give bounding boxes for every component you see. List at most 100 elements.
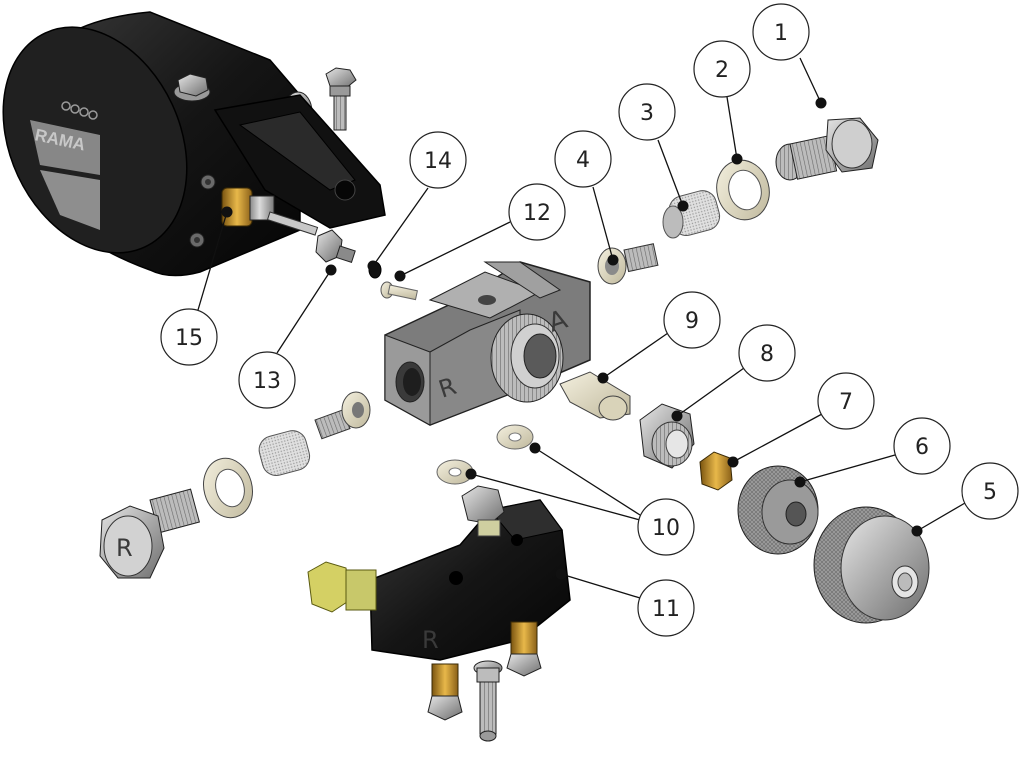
- callout-5: 5: [961, 462, 1019, 520]
- brass-fitting-bottom-2: [506, 621, 542, 677]
- check-valve-left: [314, 391, 371, 440]
- callout-number-9: 9: [685, 309, 699, 334]
- callout-number-6: 6: [915, 435, 929, 460]
- leader-dot-12: [394, 270, 406, 282]
- callout-8: 8: [738, 324, 796, 382]
- washer-10b: [436, 459, 474, 485]
- callout-circle-9: [663, 291, 721, 349]
- callout-number-15: 15: [175, 326, 203, 351]
- needle-9: [559, 371, 631, 421]
- leader-dot-4: [607, 254, 619, 266]
- callout-circle-3: [618, 83, 676, 141]
- callout-circle-13: [238, 351, 296, 409]
- callout-circle-10: [637, 498, 695, 556]
- fitting-yellow-left: [307, 561, 377, 613]
- callout-4: 4: [554, 130, 612, 188]
- callout-12: 12: [508, 183, 566, 241]
- leader-line-7: [732, 413, 823, 463]
- callout-13: 13: [238, 351, 296, 409]
- callout-7: 7: [817, 372, 875, 430]
- callout-10: 10: [637, 498, 695, 556]
- leader-lines: [197, 57, 966, 599]
- callout-9: 9: [663, 291, 721, 349]
- callout-circle-2: [693, 40, 751, 98]
- callout-3: 3: [618, 83, 676, 141]
- washer-left: [203, 457, 253, 519]
- callout-circle-1: [752, 3, 810, 61]
- serial-dots: [61, 101, 98, 120]
- callout-circle-5: [961, 462, 1019, 520]
- callout-number-2: 2: [715, 58, 729, 83]
- leader-line-13: [276, 269, 332, 354]
- leader-dot-15: [221, 206, 233, 218]
- brass-insert-7: [699, 451, 733, 491]
- bolt-top: [325, 67, 357, 131]
- leader-line-10: [534, 447, 641, 516]
- brass-fitting-bottom-1: [427, 663, 463, 721]
- leader-line-12: [399, 221, 511, 277]
- callout-circle-6: [893, 417, 951, 475]
- actuator-housing: RAMA: [2, 11, 386, 277]
- leader-dot-1: [815, 97, 827, 109]
- callout-15: 15: [160, 308, 218, 366]
- plug-left-r: R: [99, 488, 200, 579]
- callout-1: 1: [752, 3, 810, 61]
- callout-circle-14: [409, 131, 467, 189]
- leader-line-5: [916, 502, 966, 532]
- callout-number-11: 11: [652, 597, 680, 622]
- callout-11: 11: [637, 579, 695, 637]
- leader-dot-10: [529, 442, 541, 454]
- leader-dot-3: [677, 200, 689, 212]
- leader-dot-14: [367, 260, 379, 272]
- needle-shaft-13: [266, 211, 356, 263]
- nut-8: [639, 403, 695, 469]
- leader-line-2: [726, 96, 738, 160]
- leader-dot-5: [911, 525, 923, 537]
- manifold-letter-r: R: [422, 626, 439, 654]
- leader-dot-10-1: [465, 468, 477, 480]
- callout-number-3: 3: [640, 101, 654, 126]
- callout-circle-7: [817, 372, 875, 430]
- leader-line-3: [657, 139, 684, 207]
- callout-circle-11: [637, 579, 695, 637]
- bolt-bottom: [473, 660, 503, 742]
- callout-number-8: 8: [760, 342, 774, 367]
- leader-dot-6: [794, 476, 806, 488]
- callout-number-4: 4: [576, 148, 590, 173]
- callout-number-14: 14: [424, 149, 452, 174]
- fitting-top: [461, 485, 505, 537]
- filter-3: [662, 190, 721, 239]
- manifold-11: R: [307, 485, 571, 721]
- callout-circle-15: [160, 308, 218, 366]
- callout-circle-4: [554, 130, 612, 188]
- leader-line-8: [676, 367, 745, 417]
- callout-number-7: 7: [839, 390, 853, 415]
- leader-dot-2: [731, 153, 743, 165]
- leader-line-15: [197, 211, 228, 311]
- callout-number-12: 12: [523, 201, 551, 226]
- callout-6: 6: [893, 417, 951, 475]
- callout-number-13: 13: [253, 369, 281, 394]
- plug-1: [775, 117, 879, 181]
- knurled-cap-5: [813, 506, 930, 624]
- leader-dot-11: [555, 568, 567, 580]
- plug-letter-r: R: [116, 534, 133, 562]
- pin-12: [380, 281, 418, 301]
- leader-line-14: [372, 187, 429, 267]
- top-hex-nut: [173, 73, 211, 102]
- leader-dot-13: [325, 264, 337, 276]
- washer-10a: [496, 424, 534, 450]
- callout-number-10: 10: [652, 516, 680, 541]
- leader-line-1: [799, 57, 822, 104]
- leader-line-11: [560, 573, 641, 599]
- valve-body: A R: [384, 261, 591, 426]
- leader-dot-8: [671, 410, 683, 422]
- callout-circle-8: [738, 324, 796, 382]
- leader-line-10-1: [470, 473, 641, 521]
- callout-14: 14: [409, 131, 467, 189]
- washer-2: [716, 159, 770, 221]
- callout-number-1: 1: [774, 21, 788, 46]
- knurled-nut-6: [737, 465, 819, 555]
- callout-circle-12: [508, 183, 566, 241]
